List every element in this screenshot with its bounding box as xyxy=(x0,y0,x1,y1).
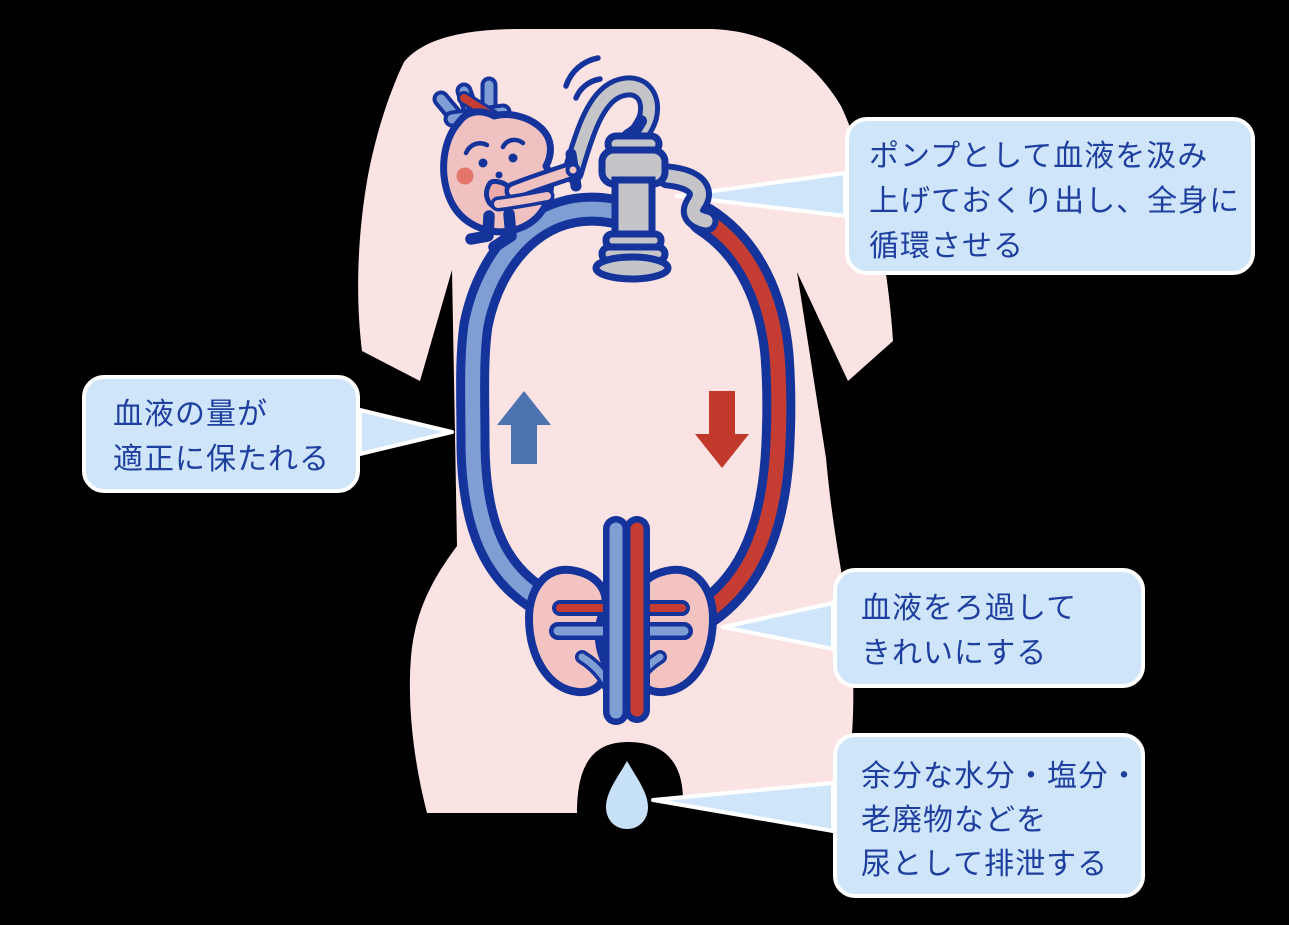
hand-pump-icon xyxy=(562,55,719,283)
callout-volume-line-2: 適正に保たれる xyxy=(113,443,330,476)
pump-motion-line-outer xyxy=(563,55,601,89)
heart-hand xyxy=(565,162,581,178)
callout-pump-line-1: ポンプとして血液を汲み xyxy=(869,140,1209,173)
heart-character-icon xyxy=(432,76,581,253)
vein-loop-fill xyxy=(465,201,620,613)
pump-base xyxy=(592,253,672,283)
heart-leg-right xyxy=(488,208,517,253)
kidneys-icon xyxy=(525,516,717,725)
pump-motion-line-inner xyxy=(573,76,603,101)
heart-eyebrow-right xyxy=(500,137,526,150)
callout-tail-urine xyxy=(651,781,835,833)
circulation-artery-loop xyxy=(680,202,796,635)
callout-urine-line-3: 尿として排泄する xyxy=(861,848,1109,881)
pump-spout xyxy=(661,169,713,228)
venous-flow-up-arrow xyxy=(497,391,551,464)
pump-barrel xyxy=(611,176,656,242)
heart-eyebrow-left xyxy=(463,141,490,156)
heart-arm-lower-fill xyxy=(494,192,551,208)
heart-nose xyxy=(495,171,503,179)
callout-tails xyxy=(358,171,847,833)
callout-urine-line-1: 余分な水分・塩分・ xyxy=(861,760,1140,793)
callout-kidney-filter: 血液をろ過して きれいにする xyxy=(833,568,1145,688)
callout-filter-line-1: 血液をろ過して xyxy=(861,592,1078,625)
callout-urine-line-2: 老廃物などを xyxy=(861,804,1047,837)
heart-eye-right xyxy=(508,153,518,163)
heart-cheek xyxy=(456,167,474,185)
callout-volume-line-1: 血液の量が xyxy=(113,398,268,431)
arterial-flow-down-arrow xyxy=(695,391,749,468)
heart-eye-left xyxy=(478,158,488,168)
urine-drop-icon xyxy=(606,761,648,829)
callout-tail-volume xyxy=(358,408,454,456)
callout-blood-volume: 血液の量が 適正に保たれる xyxy=(82,375,360,493)
artery-loop-fill xyxy=(689,211,787,626)
callout-pump-line-2: 上げておくり出し、全身に xyxy=(869,185,1241,218)
callout-pump-line-3: 循環させる xyxy=(869,230,1024,263)
heart-leg-left xyxy=(465,210,495,245)
callout-pump-function: ポンプとして血液を汲み 上げておくり出し、全身に 循環させる xyxy=(845,117,1255,275)
circulation-vein-loop xyxy=(456,192,629,622)
callout-urine-excretion: 余分な水分・塩分・ 老廃物などを 尿として排泄する xyxy=(833,733,1145,898)
callout-filter-line-2: きれいにする xyxy=(861,637,1048,670)
